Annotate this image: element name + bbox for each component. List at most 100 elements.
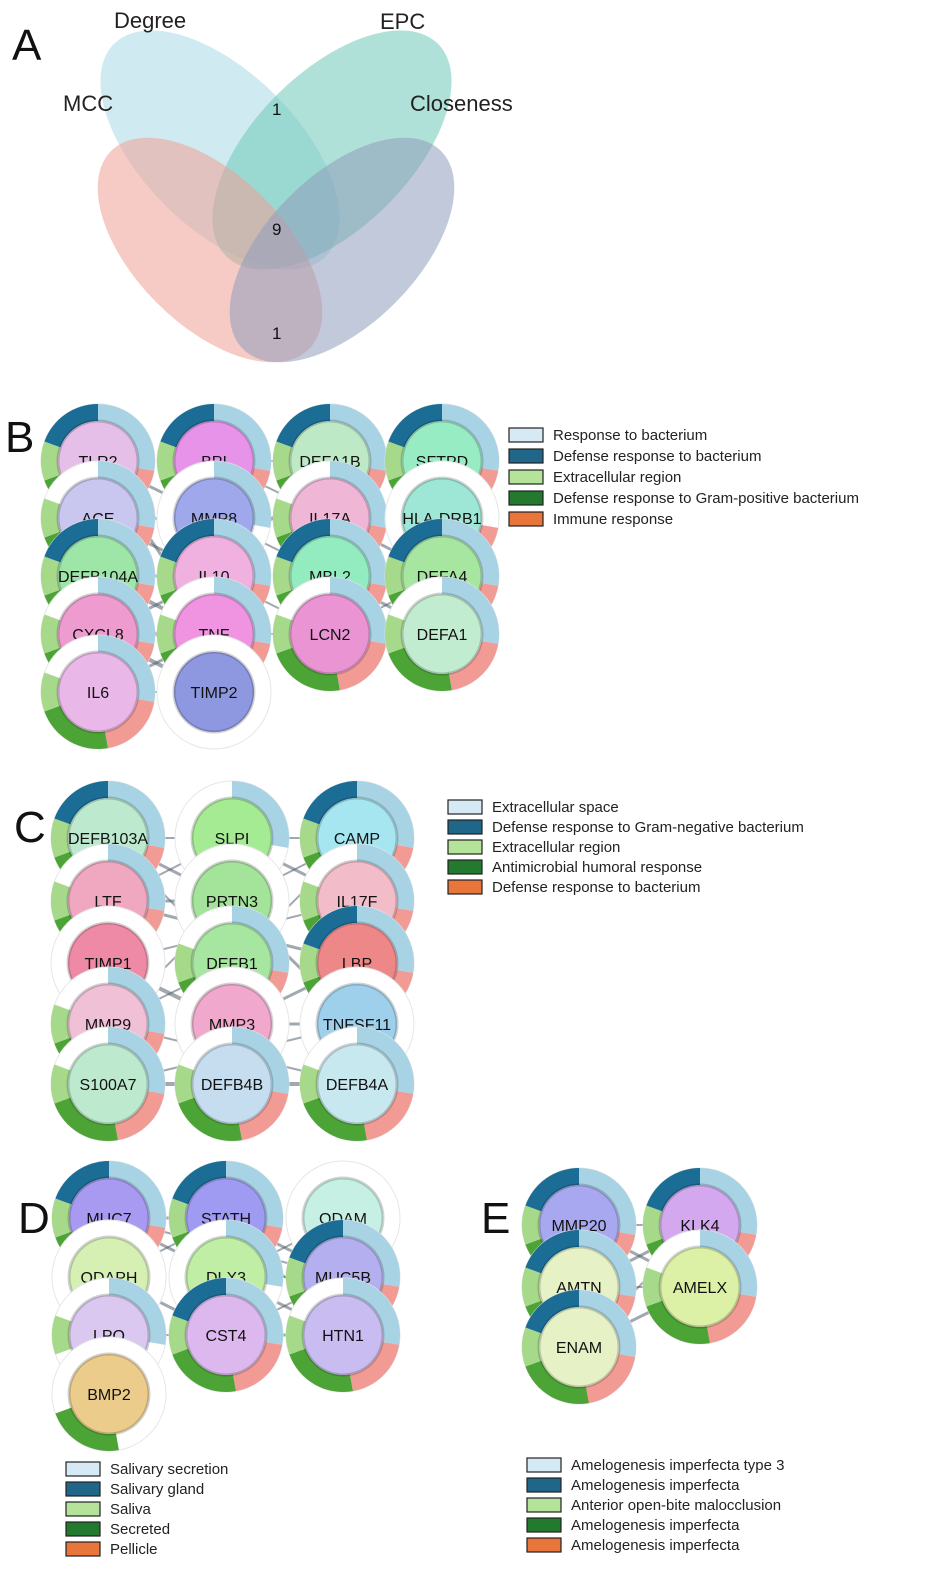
ring-segment — [521, 1327, 542, 1367]
venn-count-bottom: 1 — [272, 324, 281, 343]
ring-segment — [40, 498, 61, 538]
ring-segment — [178, 1097, 242, 1141]
node-cst4: CST4 — [168, 1277, 284, 1393]
ring-segment — [41, 441, 61, 481]
ring-segment — [50, 881, 71, 921]
ring-segment — [646, 1300, 710, 1344]
node-core — [190, 1042, 274, 1126]
ring-segment — [286, 1315, 306, 1355]
legend-label: Extracellular region — [553, 469, 681, 486]
node-label: DEFB103A — [68, 831, 148, 848]
ring-segment — [388, 404, 442, 448]
legend-swatch — [526, 1517, 562, 1533]
legend-label: Extracellular region — [492, 839, 620, 856]
legend-label: Salivary gland — [110, 1481, 204, 1498]
ring-segment — [300, 818, 320, 858]
legend-swatch — [65, 1521, 101, 1537]
panel-e-letter: E — [481, 1194, 510, 1243]
ring-segment — [109, 1161, 167, 1228]
ring-segment — [299, 881, 320, 921]
ring-segment — [54, 781, 108, 825]
ring-segment — [214, 519, 271, 586]
ring-segment — [303, 906, 357, 950]
ring-segment — [448, 640, 499, 691]
ring-segment — [108, 1027, 166, 1094]
node-core — [66, 1042, 150, 1126]
ring-segment — [276, 519, 330, 563]
ring-segment — [160, 404, 214, 448]
node-defb4a: DEFB4A — [299, 1026, 415, 1142]
node-label: DEFB4B — [201, 1077, 263, 1094]
legend-swatch — [508, 469, 544, 485]
legend-label: Antimicrobial humoral response — [492, 859, 702, 876]
ring-segment — [50, 818, 71, 858]
panel-d-letter: D — [18, 1194, 50, 1243]
ring-segment — [349, 1341, 400, 1392]
legend-label: Salivary secretion — [110, 1461, 228, 1478]
ring-segment — [226, 1161, 283, 1228]
network-b-nodes: TLR2BPIDEFA1BSFTPDACEMMP8IL17AHLA-DRB1DE… — [40, 403, 500, 750]
node-label: TIMP2 — [190, 685, 237, 702]
ring-segment — [385, 614, 405, 654]
venn-set-closeness — [229, 137, 455, 363]
node-core — [537, 1305, 621, 1389]
ring-segment — [700, 1168, 757, 1235]
ring-segment — [525, 1360, 589, 1404]
ring-segment — [98, 519, 156, 586]
ring-segment — [226, 1220, 283, 1287]
ring-segment — [585, 1353, 636, 1404]
legend-label: Saliva — [110, 1501, 152, 1518]
node-label: PRTN3 — [206, 894, 258, 911]
panel-b: B TLR2BPIDEFA1BSFTPDACEMMP8IL17AHLA-DRB1… — [5, 403, 859, 750]
node-label: DEFB4A — [326, 1077, 389, 1094]
legend-swatch — [508, 448, 544, 464]
node-core — [172, 650, 256, 734]
node-label: IL6 — [87, 685, 109, 702]
ring-segment — [343, 1278, 400, 1345]
node-amelx: AMELX — [642, 1229, 758, 1345]
ring-segment — [156, 614, 177, 654]
ring-segment — [172, 1278, 226, 1322]
venn-label-epc: EPC — [380, 9, 425, 34]
ring-segment — [40, 672, 61, 712]
venn-label-degree: Degree — [114, 8, 186, 33]
ring-segment — [442, 577, 499, 644]
ring-segment — [156, 556, 177, 596]
ring-segment — [643, 1267, 663, 1307]
ring-segment — [286, 1257, 306, 1297]
ring-segment — [51, 1064, 71, 1104]
ring-segment — [521, 1205, 542, 1245]
legend-label: Anterior open-bite malocclusion — [571, 1497, 781, 1514]
panel-a-letter: A — [12, 21, 42, 70]
legend-swatch — [65, 1501, 101, 1517]
node-defa1: DEFA1 — [384, 576, 500, 692]
ring-segment — [98, 577, 155, 644]
node-core — [56, 650, 140, 734]
venn-count-top: 1 — [272, 100, 281, 119]
ring-segment — [700, 1230, 757, 1297]
ring-segment — [109, 1278, 167, 1345]
ring-segment — [357, 1027, 414, 1094]
node-label: S100A7 — [80, 1077, 137, 1094]
panel-a: A Degree EPC MCC Closeness 1 9 1 — [12, 8, 513, 363]
ring-segment — [169, 1315, 189, 1355]
ring-segment — [55, 1407, 119, 1451]
ring-segment — [357, 906, 414, 973]
legend-swatch — [447, 799, 483, 815]
ring-segment — [169, 1198, 189, 1238]
ring-segment — [40, 614, 61, 654]
ring-segment — [98, 404, 156, 471]
node-label: SLPI — [215, 831, 250, 848]
ring-segment — [214, 461, 271, 528]
venn-diagram — [97, 30, 455, 363]
ring-segment — [357, 781, 414, 848]
ring-segment — [363, 1090, 414, 1141]
ring-segment — [273, 556, 293, 596]
legend-label: Immune response — [553, 511, 673, 528]
legend-label: Defense response to bacterium — [492, 879, 700, 896]
ring-segment — [214, 404, 271, 471]
node-core — [315, 1042, 399, 1126]
ring-segment — [238, 1090, 289, 1141]
